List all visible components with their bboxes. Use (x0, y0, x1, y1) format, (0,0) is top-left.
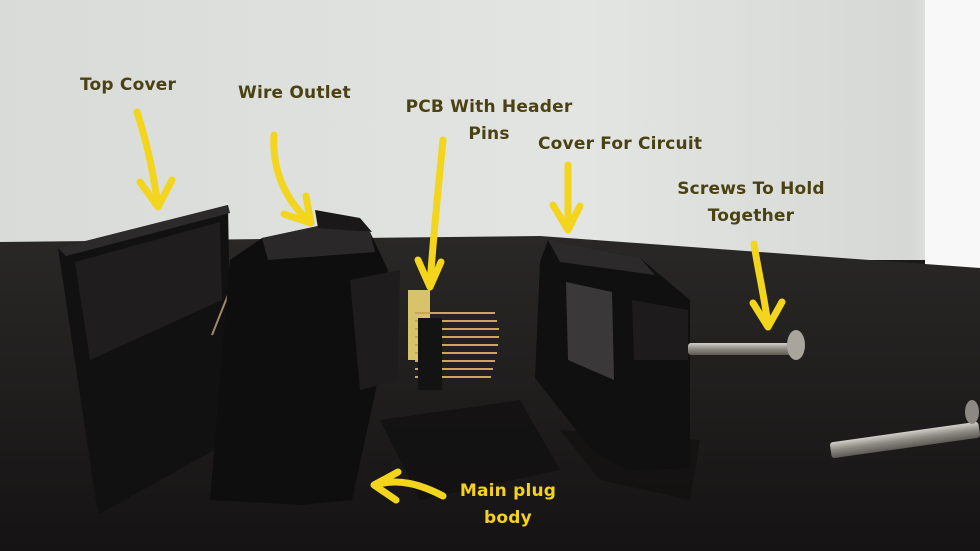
screw (688, 330, 805, 360)
arrow-top-cover (133, 108, 176, 211)
label-screws-to-hold-together: Screws To Hold Together (677, 179, 825, 226)
arrow-screws (749, 240, 786, 331)
wire-outlet-part (315, 210, 372, 232)
top-cover-part-edge (58, 205, 230, 256)
main-plug-body-top (262, 226, 375, 260)
label-cover-for-circuit: Cover For Circuit (538, 134, 703, 154)
label-wire-outlet: Wire Outlet (238, 83, 351, 103)
arrow-wire-outlet (270, 131, 315, 227)
screw (830, 422, 980, 458)
top-cover-part-face (75, 222, 222, 360)
screw-head (965, 400, 979, 424)
main-plug-body-side (350, 270, 400, 390)
label-pcb-with-header-pins: PCB With Header Pins (405, 97, 573, 144)
cover-frame-face (632, 300, 688, 360)
arrow-cover-for-circuit (549, 161, 584, 234)
header-pins (415, 312, 499, 378)
label-top-cover: Top Cover (80, 75, 177, 95)
header-pin-block (418, 318, 442, 390)
arrow-main-plug-body (370, 468, 447, 504)
label-main-plug-body: Main plug body (459, 481, 557, 528)
shadow (380, 400, 560, 500)
main-plug-body-part (210, 226, 388, 505)
cover-frame-window (566, 282, 614, 380)
window-light (925, 0, 980, 270)
wall (0, 0, 980, 260)
cover-frame-top (548, 240, 655, 275)
arrow-pcb (414, 136, 447, 291)
